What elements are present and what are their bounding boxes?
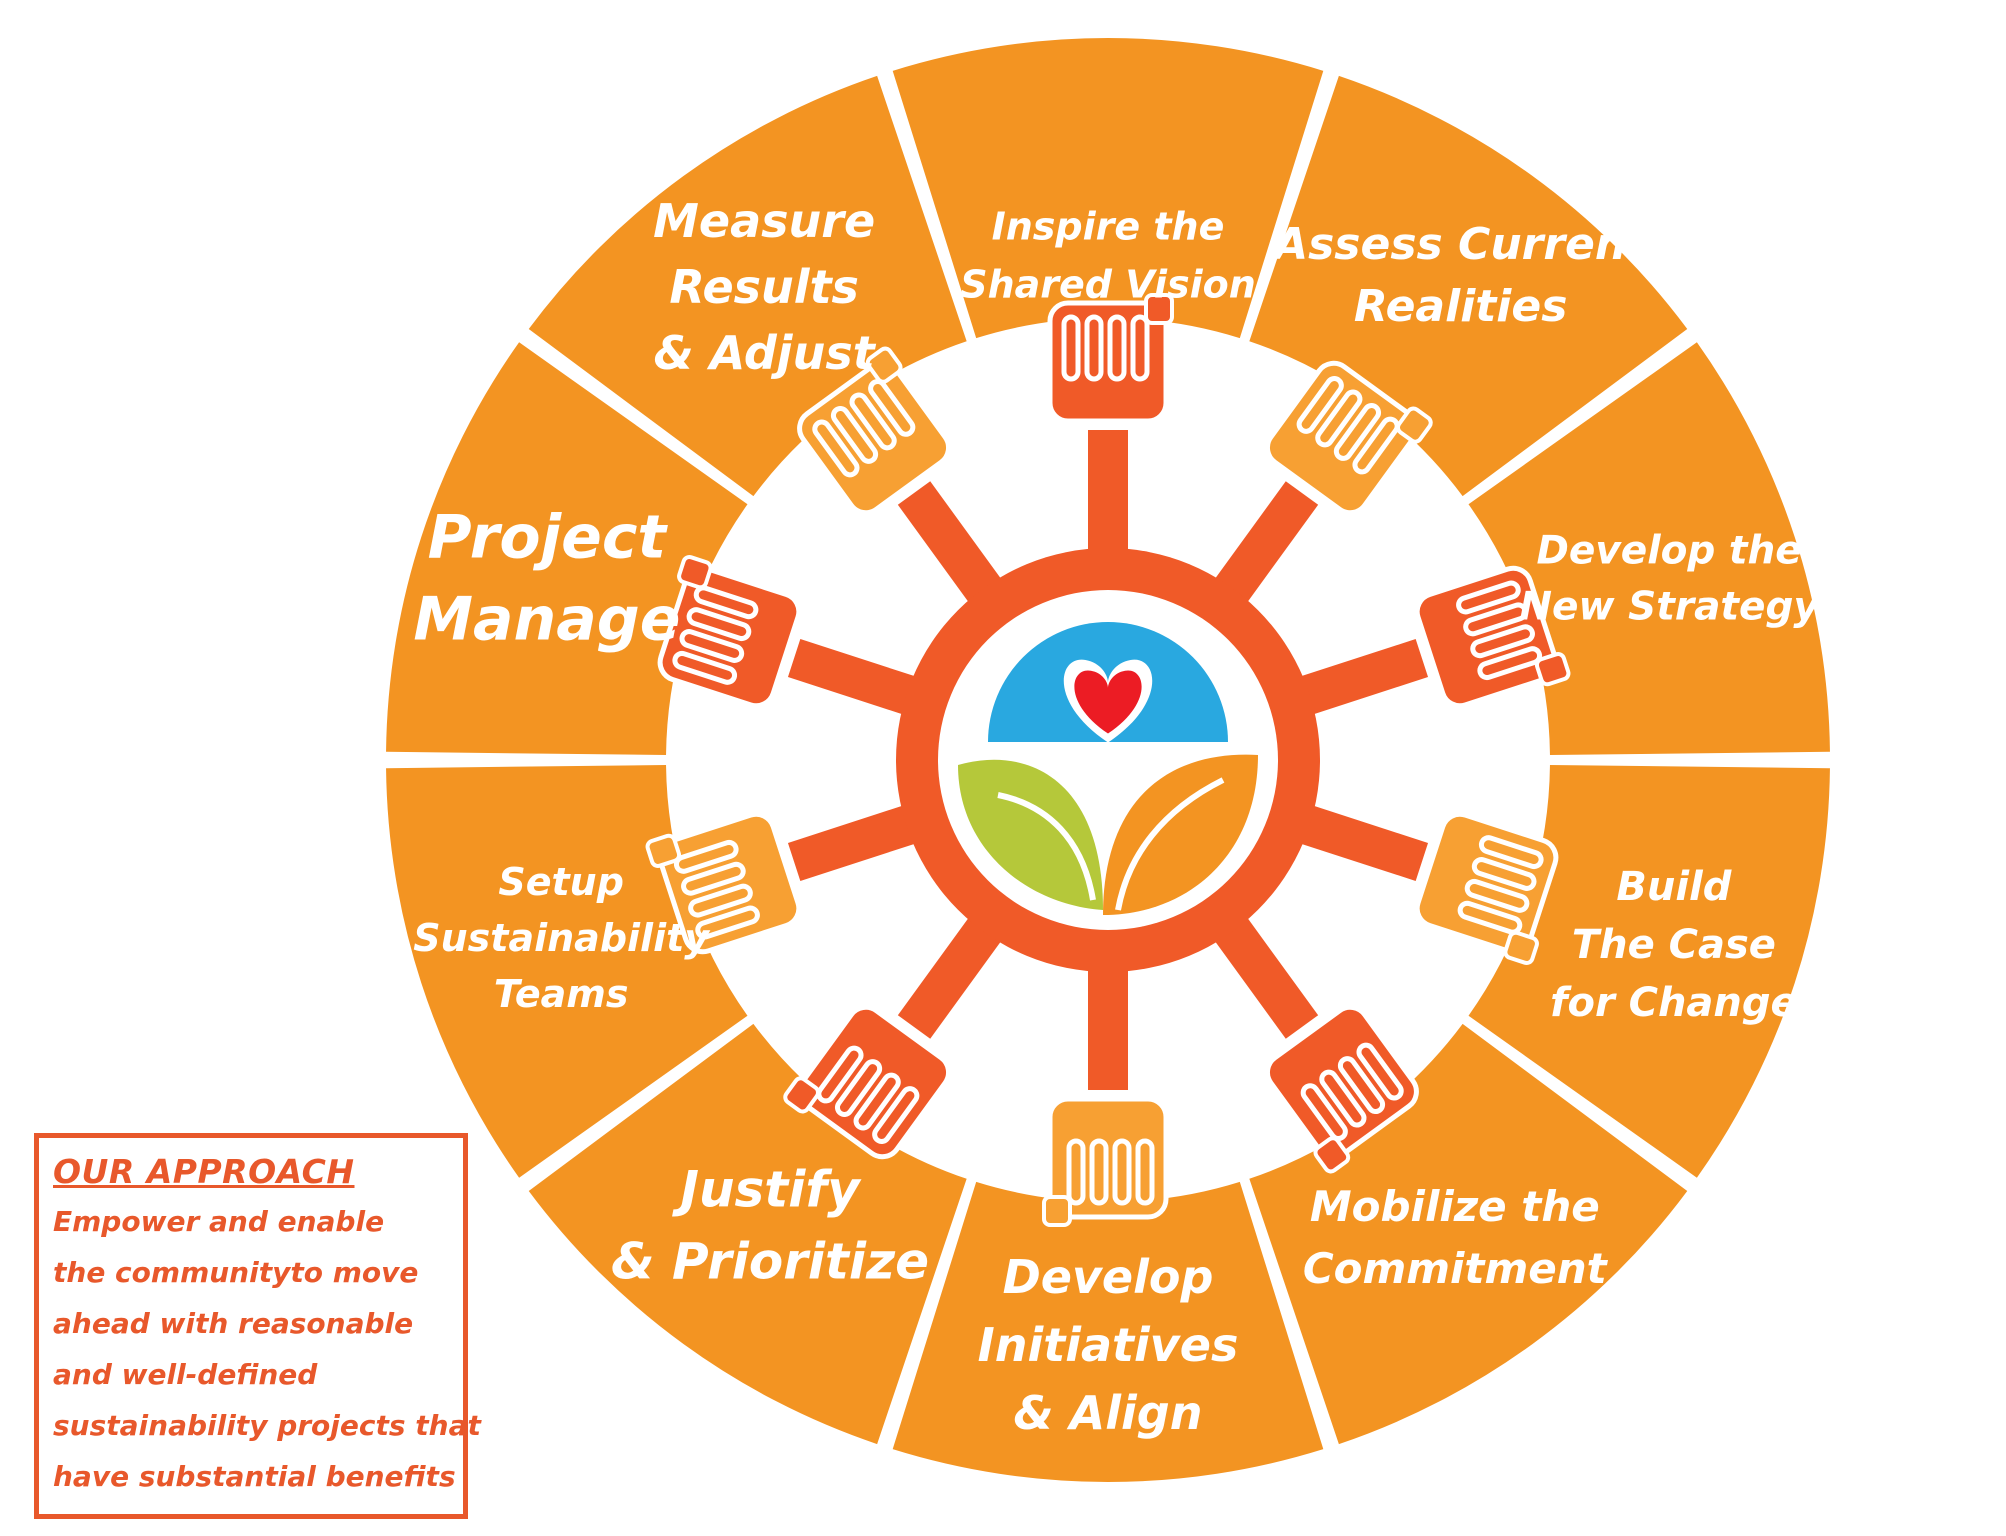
approach-line: have substantial benefits xyxy=(53,1460,456,1493)
segment-label-line: Manage xyxy=(413,585,680,655)
segment-label-line: & Align xyxy=(1014,1386,1203,1440)
our-approach-box: OUR APPROACH Empower and enable the comm… xyxy=(34,1133,481,1519)
hub-spoke xyxy=(1209,910,1319,1039)
green-leaf-icon xyxy=(958,759,1103,910)
segment-label-line: The Case xyxy=(1572,922,1776,968)
hand-fist-icon xyxy=(657,554,802,709)
segment-label-line: Develop the xyxy=(1537,528,1802,573)
hand-fist-icon xyxy=(1264,1004,1419,1174)
wheel-segment xyxy=(892,1181,1324,1482)
hand-fist-icon xyxy=(783,1004,952,1160)
wheel-segment xyxy=(892,38,1324,339)
orange-leaf-vein xyxy=(1115,777,1225,911)
segment-label-line: & Adjust xyxy=(654,326,877,380)
green-leaf-vein xyxy=(997,792,1096,901)
segment-label-line: Inspire the xyxy=(992,204,1225,248)
segment-label-line: Assess Current xyxy=(1271,219,1649,270)
approach-title: OUR APPROACH xyxy=(53,1152,355,1191)
hand-fist-icon xyxy=(1414,811,1559,966)
segment-label-line: Shared Vision xyxy=(960,262,1256,306)
segment-label-line: Build xyxy=(1616,864,1731,910)
wheel-segment xyxy=(1468,765,1830,1178)
wheel-spokes xyxy=(787,430,1429,1090)
hand-fist-icon xyxy=(645,811,802,955)
segment-label-line: for Change xyxy=(1550,980,1798,1026)
hand-fist-icon xyxy=(1414,565,1571,709)
hub-spoke xyxy=(1209,481,1319,610)
segment-label-line: Realities xyxy=(1354,281,1568,332)
approach-line: sustainability projects that xyxy=(53,1409,481,1442)
segment-label-line: Justify xyxy=(671,1161,862,1219)
approach-line: the communityto move xyxy=(53,1256,419,1289)
segment-label-line: Initiatives xyxy=(978,1318,1239,1372)
segment-label-line: New Strategy xyxy=(1519,584,1820,629)
segment-label-line: Develop xyxy=(1003,1250,1214,1304)
sun-sky-icon xyxy=(988,622,1228,742)
hub-spoke xyxy=(787,639,924,718)
hand-fist-icon xyxy=(797,346,952,516)
wheel-segment xyxy=(386,765,748,1178)
segment-label-line: Measure xyxy=(653,194,875,248)
hub-spoke xyxy=(1292,639,1429,718)
wheel-segment xyxy=(1468,342,1830,755)
segment-label-line: Sustainability xyxy=(413,916,711,960)
hub-spoke xyxy=(897,481,1007,610)
center-logo xyxy=(958,622,1258,915)
segment-label-line: Project xyxy=(428,503,669,573)
approach-line: Empower and enable xyxy=(53,1205,385,1238)
hand-fist-icon xyxy=(1047,293,1174,424)
hub-spoke xyxy=(1292,802,1429,881)
approach-line: ahead with reasonable xyxy=(53,1307,414,1340)
orange-leaf-icon xyxy=(1103,754,1258,915)
hub-spoke xyxy=(787,802,924,881)
hand-fist-icon xyxy=(1042,1096,1169,1227)
segment-label-line: Teams xyxy=(494,972,629,1016)
segment-label: Justify & Prioritize xyxy=(611,1161,929,1291)
segment-label-line: & Prioritize xyxy=(611,1233,929,1291)
hands-ring xyxy=(645,293,1571,1227)
segment-label-line: Commitment xyxy=(1303,1244,1609,1293)
segment-label-line: Results xyxy=(669,260,859,314)
segment-label-line: Mobilize the xyxy=(1310,1182,1600,1231)
heart-icon xyxy=(1074,670,1142,734)
segment-label-line: Setup xyxy=(498,860,624,904)
wheel-segment xyxy=(386,342,748,755)
hand-fist-icon xyxy=(1264,360,1433,516)
approach-line: and well-defined xyxy=(53,1358,318,1391)
hub-spoke xyxy=(897,910,1007,1039)
